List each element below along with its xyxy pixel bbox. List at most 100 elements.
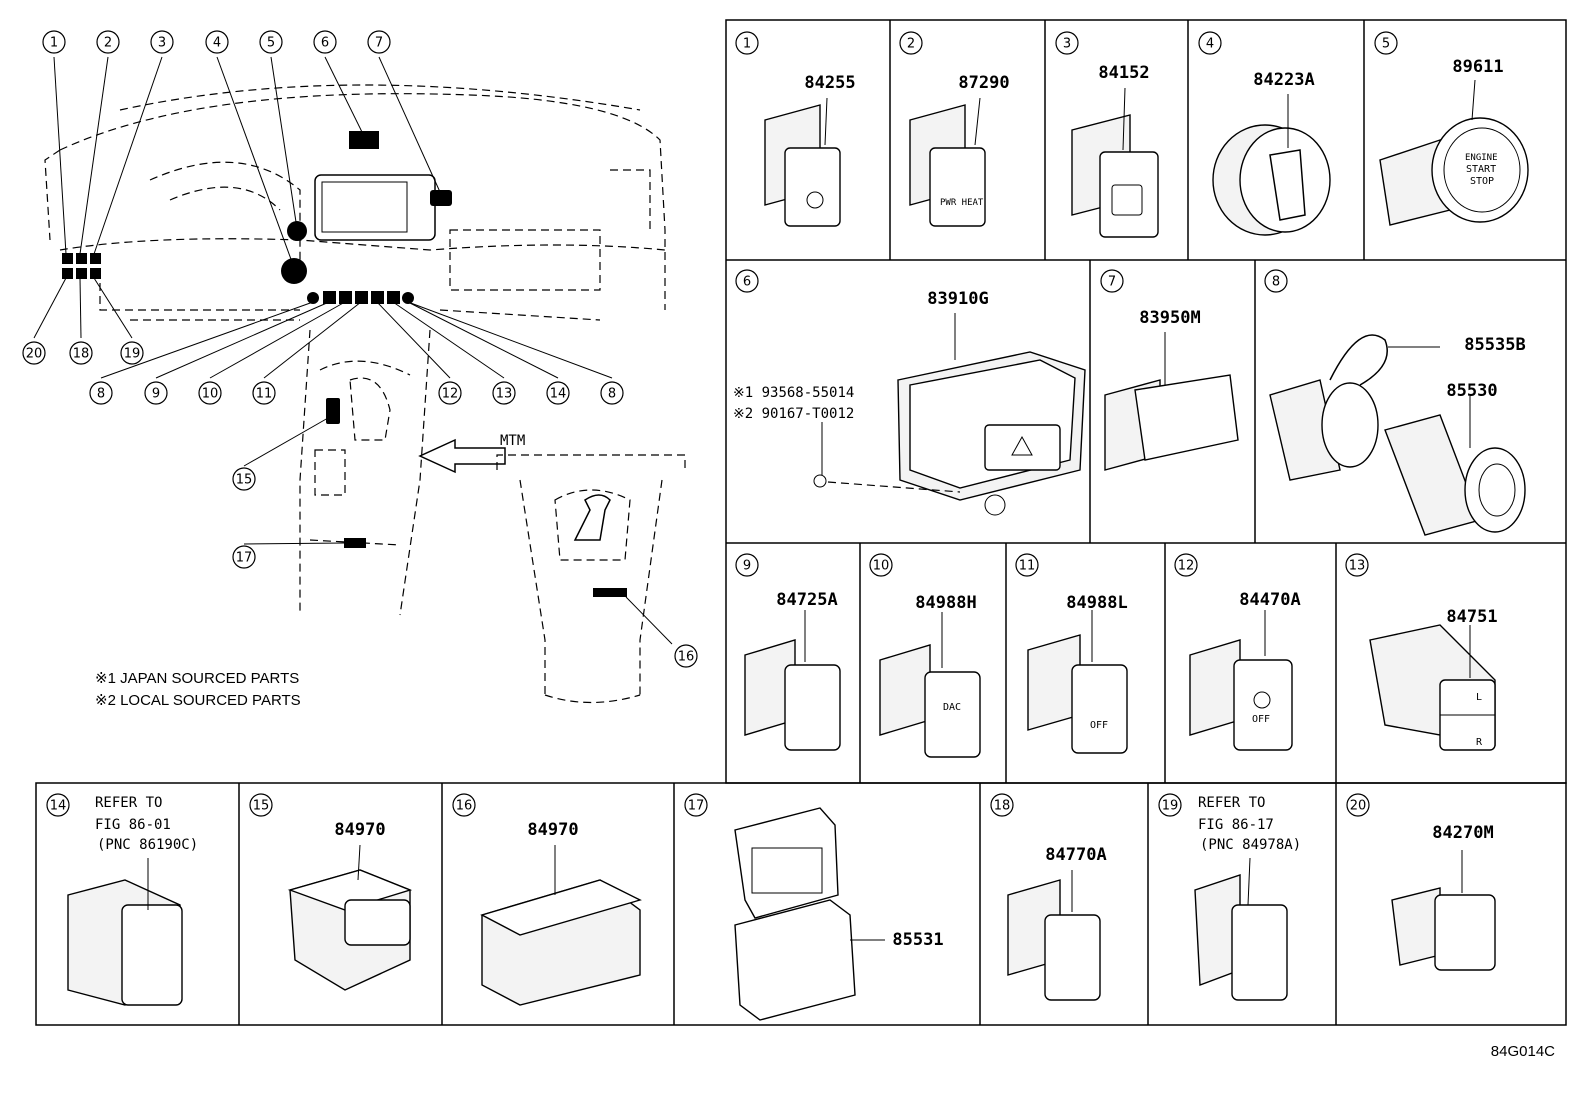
switch-84470a-drawing: OFF [1189,610,1293,751]
switch-84725a-drawing [744,610,841,751]
overview-callout-16-16-number: 16 [678,650,695,665]
cell-1-callout-circle [735,31,759,55]
overview-callout-14-13: 14 [546,381,570,405]
cell-5-callout: 5 [1374,31,1398,55]
switch-84223a-drawing [1212,94,1331,236]
cell-9-callout-circle [735,553,759,577]
overview-callout-17-17-number: 17 [236,551,253,566]
overview-callout-12-11-circle [438,381,462,405]
overview-callout-5-4-number: 5 [267,36,275,51]
cell-19-callout: 19 [1158,793,1182,817]
dashboard-overview [33,56,686,704]
dac-text: DAC [943,702,961,713]
overview-callout-4-3-number: 4 [213,36,221,51]
overview-callout-17-17-circle [232,545,256,569]
switch-84751-drawing: L R [1369,624,1496,751]
overview-callout-6-5-number: 6 [321,36,329,51]
part-number-84770A-cell-18: 84770A [1045,845,1106,865]
mtm-label: MTM [500,433,525,449]
overview-callout-13-12-number: 13 [496,387,513,402]
part-number-84988L-cell-11: 84988L [1066,593,1127,613]
cell-2-callout-circle [899,31,923,55]
cell-12-callout-number: 12 [1178,559,1195,574]
overview-callout-2-1-number: 2 [104,36,112,51]
overview-callout-1-0: 1 [42,30,66,54]
start-text: START [1466,164,1496,175]
off-text-12: OFF [1252,714,1270,725]
cell-17-callout-circle [684,793,708,817]
cell-10-callout: 10 [869,553,893,577]
cell-14-pnc-ref: (PNC 86190C) [97,837,198,853]
overview-callout-19-19: 19 [120,341,144,365]
overview-callout-8-7: 8 [89,381,113,405]
cell-14-callout: 14 [46,793,70,817]
overview-callout-8-14-circle [600,381,624,405]
part-number-84988H-cell-10: 84988H [915,593,976,613]
l-text: L [1476,692,1482,703]
cell-11-callout-circle [1015,553,1039,577]
part-number-85535B-cell-8: 85535B [1464,335,1525,355]
overview-callout-14-13-circle [546,381,570,405]
cell-1-callout: 1 [735,31,759,55]
overview-callout-20-20-number: 20 [26,347,43,362]
overview-callout-8-7-circle [89,381,113,405]
overview-callout-11-10: 11 [252,381,276,405]
overview-callout-3-2-circle [150,30,174,54]
part-number-84270M-cell-20: 84270M [1432,823,1493,843]
usb-switch-drawing [67,858,183,1006]
overview-callout-18-18: 18 [69,341,93,365]
cell-4-callout: 4 [1198,31,1222,55]
switch-89611-drawing: ENGINE START STOP [1379,79,1529,226]
switch-83910g-drawing [813,313,1086,516]
switch-84988l-drawing: OFF [1027,610,1128,754]
switch-84970-a-drawing [287,844,413,991]
switch-84255-drawing [764,97,841,227]
overview-callout-11-10-number: 11 [256,387,273,402]
sub-part-japan: ※1 93568-55014 [733,385,854,401]
cell-14-callout-number: 14 [50,799,67,814]
overview-callout-9-8-circle [144,381,168,405]
off-text-11: OFF [1090,720,1108,731]
pwr-heat-text: PWR HEAT [940,198,984,208]
cell-18-callout: 18 [990,793,1014,817]
cell-7-callout: 7 [1100,269,1124,293]
overview-callout-4-3-circle [205,30,229,54]
cell-15-callout: 15 [249,793,273,817]
parts-grid [35,19,1567,1026]
r-text: R [1476,737,1483,748]
cell-7-callout-circle [1100,269,1124,293]
overview-callout-7-6-number: 7 [375,36,383,51]
note-japan-sourced: ※1 JAPAN SOURCED PARTS [95,670,299,687]
cell-7-callout-number: 7 [1108,275,1116,290]
cell-19-fig-ref: FIG 86-17 [1198,817,1274,833]
switch-84152-drawing [1071,87,1159,238]
overview-callout-1-0-number: 1 [50,36,58,51]
overview-callout-11-10-circle [252,381,276,405]
socket-85535b-drawing [1269,334,1440,481]
cell-19-callout-number: 19 [1162,799,1179,814]
diagram-code: 84G014C [1491,1043,1555,1060]
cell-19-pnc-ref: (PNC 84978A) [1200,837,1301,853]
cell-4-callout-number: 4 [1206,37,1214,52]
switch-84988h-drawing: DAC [879,612,981,758]
overview-callout-18-18-circle [69,341,93,365]
cell-13-callout: 13 [1345,553,1369,577]
overview-callout-8-14-number: 8 [608,387,616,402]
cell-6-callout-circle [735,269,759,293]
overview-callout-7-6-circle [367,30,391,54]
overview-callout-3-2-number: 3 [158,36,166,51]
cell-2-callout-number: 2 [907,37,915,52]
part-number-85531-cell-17: 85531 [892,930,943,950]
switch-87290-drawing: PWR HEAT [909,97,986,227]
part-number-87290-cell-2: 87290 [958,73,1009,93]
switch-84270m-drawing [1391,850,1496,971]
cell-9-callout-number: 9 [743,559,751,574]
overview-callout-3-2: 3 [150,30,174,54]
cell-14-refer-to: REFER TO [95,795,162,811]
overview-callout-10-9: 10 [198,381,222,405]
cell-20-callout: 20 [1346,793,1370,817]
cell-12-callout: 12 [1174,553,1198,577]
cell-18-callout-circle [990,793,1014,817]
cell-10-callout-number: 10 [873,559,890,574]
part-number-84970-cell-16: 84970 [527,820,578,840]
